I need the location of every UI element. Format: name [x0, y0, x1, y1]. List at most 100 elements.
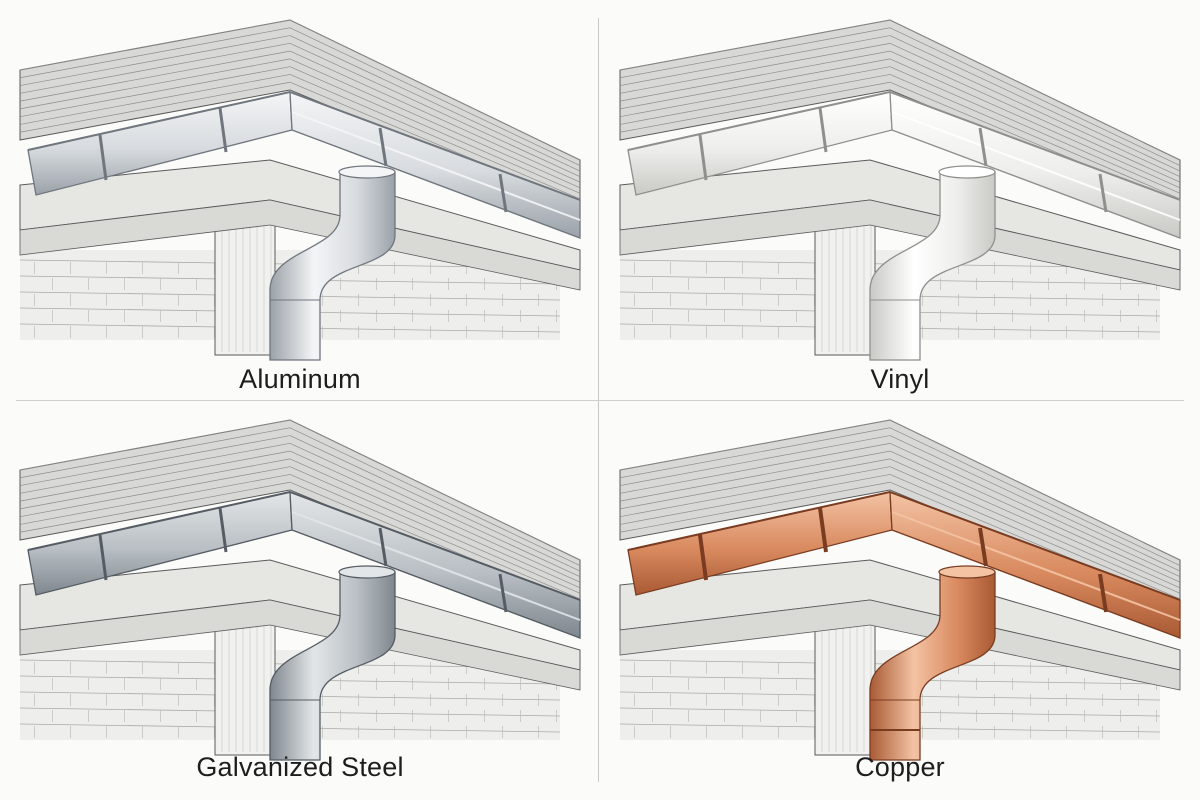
gutter-hanger-strap	[818, 507, 828, 553]
shingle-row-left	[19, 474, 291, 525]
material-label-aluminum: Aluminum	[239, 364, 361, 394]
downspout	[869, 571, 996, 761]
material-label-vinyl: Vinyl	[870, 364, 930, 394]
shingle-row-left	[619, 81, 891, 133]
downspout	[869, 171, 996, 361]
shingle-row-left	[19, 19, 291, 71]
shingle-row-right	[889, 474, 1181, 600]
gutter-left-lip	[627, 91, 891, 151]
shingle-row-right	[289, 58, 581, 189]
shingle-row-left	[619, 35, 891, 86]
shingle-row-left	[19, 58, 291, 110]
shingle-row-left	[619, 442, 891, 494]
shingle-row-right	[289, 443, 581, 577]
gutter-hanger-strap	[698, 134, 708, 181]
corner-post	[214, 214, 276, 356]
shingle-row-right	[889, 443, 1181, 577]
panel-galvanized-steel: Galvanized Steel	[0, 400, 600, 800]
gutter-hanger-strap	[1098, 173, 1108, 213]
corner-post	[214, 614, 276, 756]
shingle-row-right	[289, 50, 581, 183]
shingle-row-right	[889, 427, 1181, 566]
downspout-outlet	[338, 165, 396, 179]
shingle-row-left	[619, 474, 891, 525]
corner-post	[814, 214, 876, 356]
shingle-row-left	[19, 442, 291, 494]
shingle-row-right	[889, 458, 1181, 589]
gutter-hanger-strap	[978, 527, 988, 567]
material-label-copper: Copper	[855, 752, 945, 782]
horizontal-divider	[16, 400, 1184, 401]
gutter-highlight	[891, 511, 1181, 621]
material-label-galvanized-steel: Galvanized Steel	[196, 752, 404, 782]
shingle-row-left	[619, 66, 891, 118]
shingle-row-left	[19, 27, 291, 79]
shingle-row-right	[889, 450, 1181, 583]
shingle-row-left	[619, 481, 891, 533]
shingle-row-right	[289, 74, 581, 200]
soffit-board	[19, 199, 581, 291]
shingle-row-right	[289, 35, 581, 172]
gutter-hanger-strap	[98, 134, 108, 181]
shingle-row-left	[619, 74, 891, 125]
gutter-left-lip	[27, 491, 291, 551]
shingle-row-left	[619, 435, 891, 486]
downspout	[269, 571, 396, 761]
shingle-row-right	[889, 19, 1181, 161]
shingle-row-right	[289, 19, 581, 161]
shingle-row-right	[289, 435, 581, 572]
downspout-outlet	[338, 565, 396, 579]
gutter-highlight	[291, 111, 581, 221]
shingle-row-right	[289, 466, 581, 594]
shingle-row-left	[19, 66, 291, 118]
shingle-row-right	[889, 466, 1181, 594]
shingle-row-right	[889, 27, 1181, 166]
soffit-board	[619, 599, 1181, 691]
vinyl-gutter-illustration	[619, 19, 1181, 361]
corner-post	[814, 614, 876, 756]
shingle-row-right	[889, 50, 1181, 183]
shingle-row-right	[289, 27, 581, 166]
gutter-hanger-strap	[218, 507, 228, 553]
shingle-row-left	[619, 466, 891, 518]
shingle-row-left	[619, 458, 891, 510]
shingle-row-right	[289, 458, 581, 589]
shingle-row-right	[889, 35, 1181, 172]
aluminum-gutter-illustration	[19, 19, 581, 361]
shingle-row-right	[889, 419, 1181, 561]
shingle-row-left	[19, 42, 291, 94]
downspout	[269, 171, 396, 361]
shingle-row-left	[619, 450, 891, 502]
shingle-row-left	[619, 27, 891, 79]
gutter-right-lip	[889, 91, 1181, 201]
shingle-row-left	[619, 42, 891, 94]
downspout-outlet	[938, 165, 996, 179]
shingle-row-left	[19, 466, 291, 518]
gutter-hanger-strap	[378, 127, 388, 167]
shingle-row-left	[19, 435, 291, 486]
shingle-row-left	[19, 50, 291, 102]
shingle-row-left	[19, 419, 291, 471]
shingle-row-left	[19, 81, 291, 133]
panel-copper: Copper	[600, 400, 1200, 800]
gutter-hanger-strap	[98, 534, 108, 581]
galvanized-steel-gutter-illustration	[19, 419, 581, 761]
gutter-hanger-strap	[498, 573, 508, 613]
panel-vinyl: Vinyl	[600, 0, 1200, 400]
shingle-row-right	[289, 427, 581, 566]
shingle-row-left	[619, 19, 891, 71]
shingle-row-left	[19, 458, 291, 510]
gutter-highlight	[891, 111, 1181, 221]
gutter-right-lip	[289, 491, 581, 601]
shingle-row-right	[889, 74, 1181, 200]
shingle-row-right	[889, 435, 1181, 572]
soffit-board	[19, 599, 581, 691]
gutter-hanger-strap	[378, 527, 388, 567]
gutter-hanger-strap	[978, 127, 988, 167]
shingle-row-right	[289, 66, 581, 194]
shingle-row-left	[619, 427, 891, 479]
gutter-left-lip	[627, 491, 891, 551]
gutter-hanger-strap	[698, 534, 708, 581]
gutter-hanger-strap	[218, 107, 228, 153]
